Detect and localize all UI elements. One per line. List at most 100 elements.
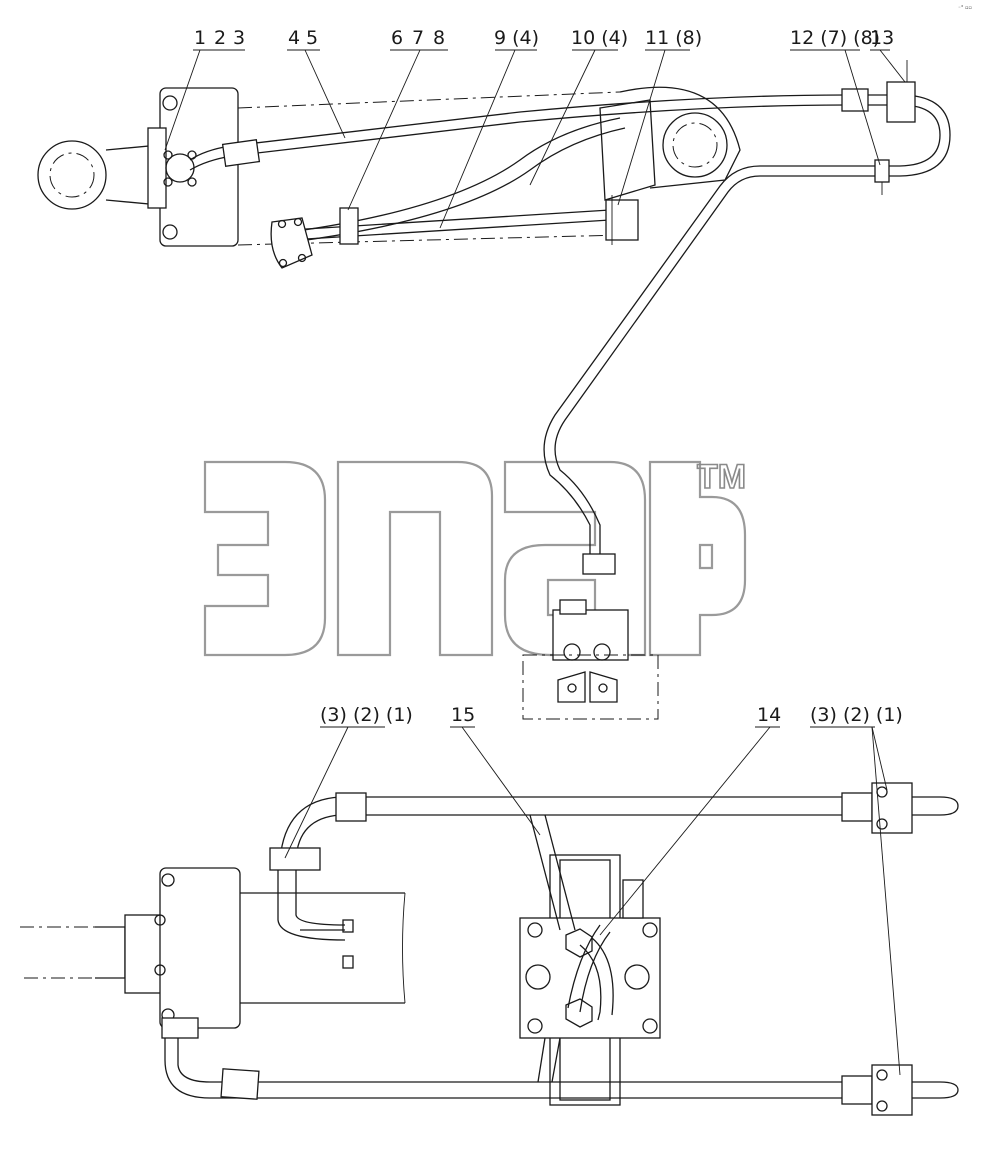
valve-port-2 <box>593 643 611 661</box>
clamp-upper-bolt-2 <box>876 818 888 830</box>
port-bolt-c <box>163 177 173 187</box>
pipe-10 <box>289 117 621 233</box>
flange-bolt-b3 <box>154 914 166 926</box>
valve-side-boss <box>622 879 644 919</box>
valve-block-top <box>552 609 629 661</box>
watermark-trademark: TM <box>697 458 746 496</box>
coupling-lower-right <box>841 1075 873 1105</box>
top-callouts: 1 2 3 4 5 6 7 8 9 (4) 10 (4) 11 (8) 12 (… <box>194 27 894 49</box>
body-boss-2 <box>342 955 354 969</box>
cylinder-rod-bottom <box>20 926 126 979</box>
pipe-15 <box>579 931 611 1013</box>
clamp-lower-bolt-1 <box>876 1069 888 1081</box>
watermark-letter-4 <box>648 460 747 657</box>
flange-bolt-b1 <box>161 873 175 887</box>
cylinder-eye-right <box>662 112 728 178</box>
cylinder-body-break <box>402 892 406 1004</box>
hex-fitting-2 <box>565 998 593 1028</box>
callout-bottom-left: (3) (2) (1) <box>320 704 413 726</box>
top-view <box>37 49 951 720</box>
pipe-15-feed <box>529 814 576 931</box>
flange-bolt-4 <box>293 217 303 227</box>
pipe-coupling-lower <box>582 553 616 575</box>
bottom-callouts: (3) (2) (1) 15 14 (3) (2) (1) <box>320 704 903 726</box>
valve-port-b2 <box>624 964 650 990</box>
cylinder-rod-end-bottom <box>95 926 126 979</box>
callout-10: 10 (4) <box>571 27 628 49</box>
pipe-14-inner <box>591 937 614 1016</box>
callout-14: 14 <box>757 704 781 726</box>
clamp-11 <box>605 199 639 241</box>
port-bolt-d <box>187 177 197 187</box>
pipe-upper-b-inner <box>277 860 346 941</box>
cylinder-eye-bore <box>49 152 95 198</box>
valve-port-b1 <box>525 964 551 990</box>
callout-11: 11 (8) <box>645 27 702 49</box>
callout-3: 3 <box>233 27 245 49</box>
callout-5: 5 <box>306 27 318 49</box>
clamp-upper-right <box>871 782 913 834</box>
flange-bolt-b4 <box>154 964 166 976</box>
callout-bottom-right: (3) (2) (1) <box>810 704 903 726</box>
cylinder-rear-yoke <box>619 86 741 189</box>
cylinder-flange-bottom <box>159 867 241 1029</box>
elbow-fitting-13 <box>886 81 916 123</box>
watermark-logo: TM <box>203 457 747 657</box>
cylinder-body-top <box>237 91 621 109</box>
pipe-lower-feed <box>537 1037 561 1083</box>
flange-bolt-3 <box>277 219 287 229</box>
cylinder-eye-right-bore <box>672 122 718 168</box>
pipe-coupling-right <box>841 88 869 112</box>
pipe-4-top <box>189 94 951 560</box>
cylinder-gland <box>124 914 164 994</box>
callout-1: 1 <box>194 27 206 49</box>
bottom-leaders <box>284 726 901 1076</box>
callout-8: 8 <box>433 27 445 49</box>
valve-fitting <box>559 599 587 615</box>
coupling-upper-left <box>335 792 367 822</box>
clamp-lower-bolt-2 <box>876 1100 888 1112</box>
flange-bolt-6 <box>297 253 307 263</box>
pipe-upper-b <box>279 796 959 931</box>
callout-12: 12 (7) (8) <box>790 27 880 49</box>
cylinder-eye-left <box>37 140 107 210</box>
callout-9: 9 (4) <box>494 27 539 49</box>
flange-bolt-2 <box>162 224 178 240</box>
flange-left-lower <box>270 217 313 269</box>
valve-plate-2 <box>589 671 618 703</box>
valve-bolt-b2 <box>642 922 658 938</box>
pipe-15-inner <box>567 924 601 1009</box>
corner-mark: ◦° ▫▫ <box>958 5 972 11</box>
callout-2: 2 <box>214 27 226 49</box>
valve-port-1 <box>563 643 581 661</box>
valve-plate-1 <box>557 671 586 703</box>
callout-4: 4 <box>288 27 300 49</box>
valve-bolt-b1 <box>527 922 543 938</box>
cylinder-head-left <box>147 127 167 209</box>
pipe-lower-b <box>164 1030 959 1099</box>
clamp-6-7-8 <box>339 207 359 245</box>
callout-6: 6 <box>391 27 403 49</box>
coupling-lower-left <box>220 1068 260 1100</box>
body-boss-1 <box>342 919 354 933</box>
coupling-upper-right <box>841 792 873 822</box>
port-bolt-a <box>163 150 173 160</box>
pipe-4-top-inner <box>189 104 941 560</box>
valve-bolt-b4 <box>642 1018 658 1034</box>
flange-bolt-5 <box>278 258 288 268</box>
pipe-coupling-left <box>221 139 261 167</box>
port-fitting-lower <box>161 1017 199 1039</box>
valve-bolt-2 <box>598 683 608 693</box>
valve-block-bottom <box>522 654 659 720</box>
bottom-view <box>20 726 959 1116</box>
clamp-upper-left <box>269 847 321 871</box>
cylinder-head-flange <box>159 87 239 247</box>
watermark-letter-1 <box>203 460 327 657</box>
clamp-lower-right <box>871 1064 913 1116</box>
callout-7: 7 <box>412 27 424 49</box>
top-leaders <box>164 49 906 229</box>
valve-bolt-b3 <box>527 1018 543 1034</box>
callout-13: 13 <box>870 27 894 49</box>
valve-bolt-1 <box>567 683 577 693</box>
